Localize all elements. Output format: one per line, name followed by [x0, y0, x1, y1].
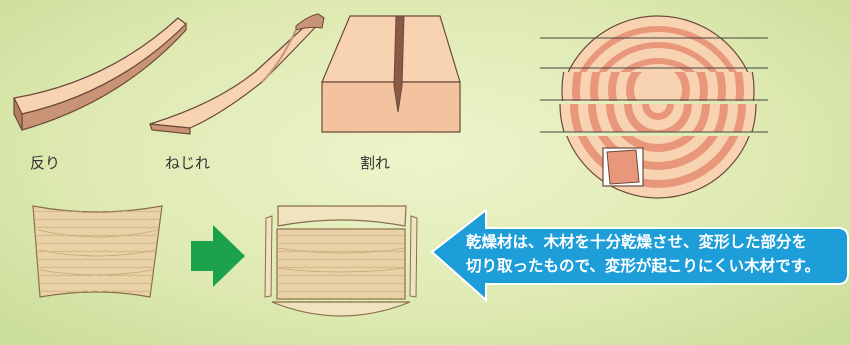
twisted-board — [149, 13, 325, 135]
twist-label: ねじれ — [165, 154, 211, 172]
split-label: 割れ — [360, 154, 391, 172]
warped-piece-inset — [602, 147, 644, 187]
callout-line-1: 乾燥材は、木材を十分乾燥させ、変形した部分を — [466, 233, 808, 251]
callout-arrow — [430, 207, 849, 303]
callout-text: 乾燥材は、木材を十分乾燥させ、変形した部分を 切り取ったもので、変形が起こりにく… — [466, 230, 836, 278]
warped-plank-before — [32, 205, 163, 298]
split-block — [321, 15, 461, 133]
callout-line-2: 切り取ったもので、変形が起こりにくい木材です。 — [466, 257, 821, 275]
log-cross-section — [540, 15, 768, 199]
warped-board — [13, 17, 187, 131]
green-arrow-icon — [191, 225, 245, 287]
trimmed-plank-after — [264, 205, 418, 317]
warp-label: 反り — [30, 154, 61, 172]
